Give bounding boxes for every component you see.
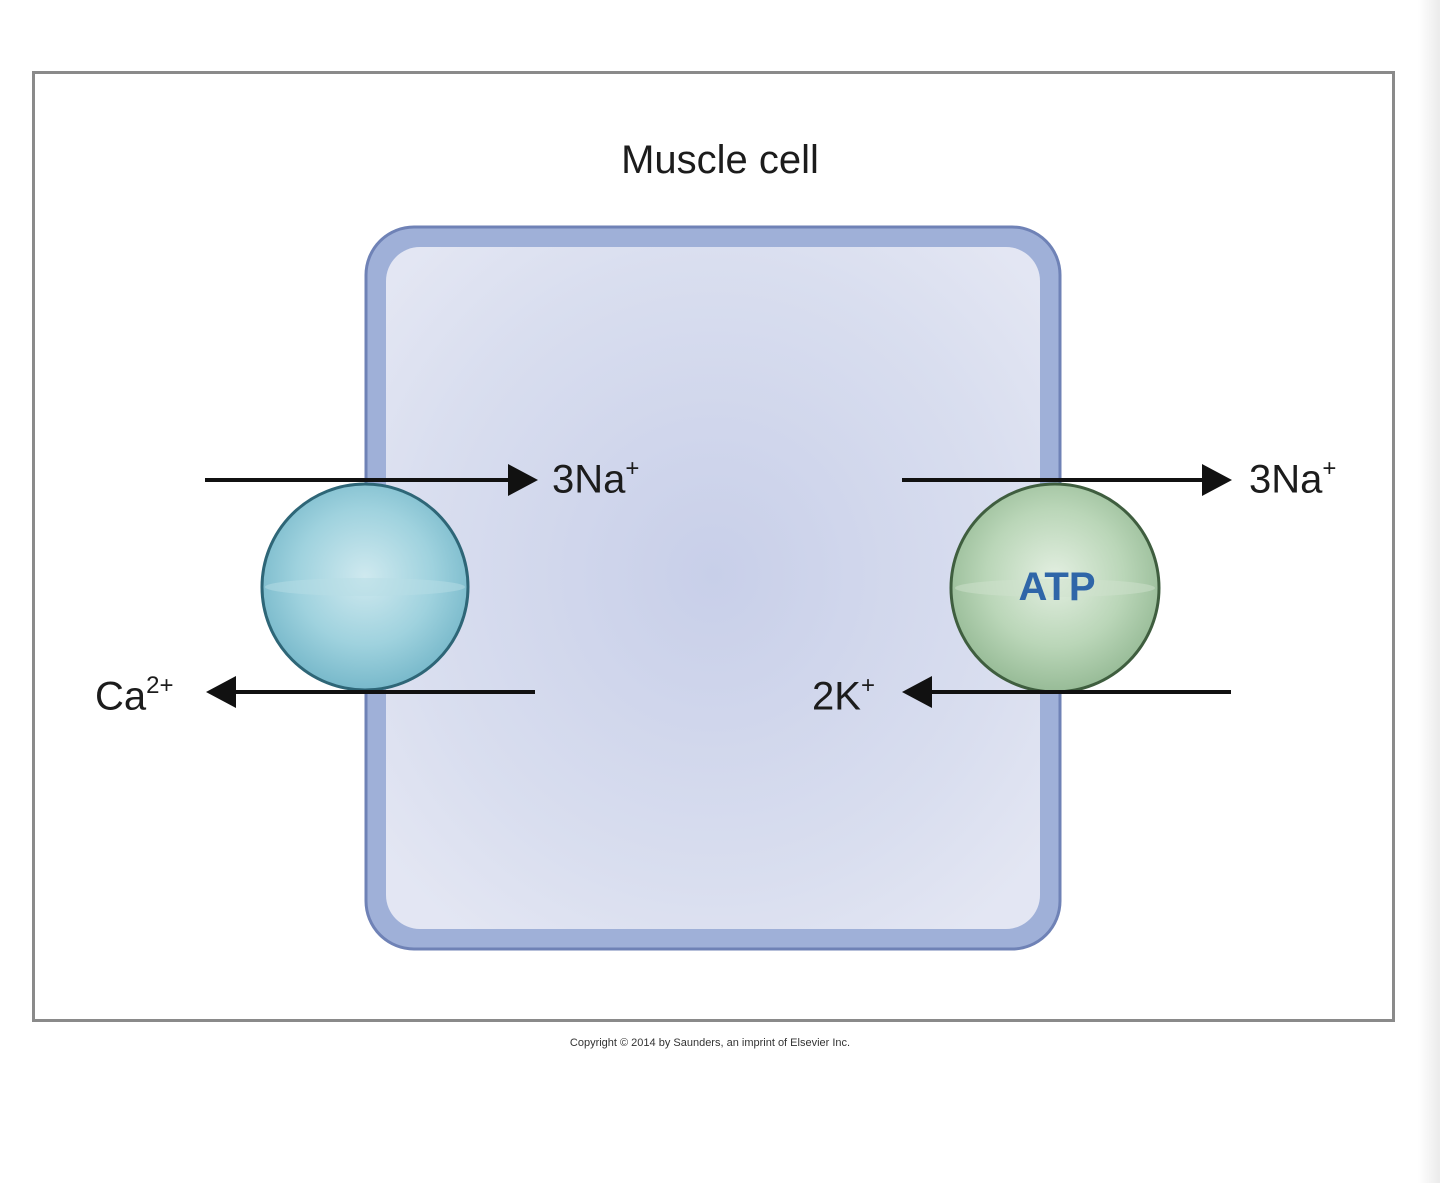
- muscle-cell: [364, 225, 1062, 951]
- label-3na-outward: 3Na+: [1249, 457, 1336, 502]
- label-3na-outward-charge: +: [1322, 455, 1337, 482]
- arrow-calcium-outward: [206, 676, 535, 708]
- arrow-3na-inward: [205, 464, 538, 496]
- page-edge-shadow: [1418, 0, 1440, 1183]
- label-2k-inward: 2K+: [812, 674, 875, 719]
- arrow-2k-inward: [902, 676, 1231, 708]
- label-calcium-ion: Ca: [95, 674, 147, 719]
- label-3na-inward-charge: +: [625, 455, 640, 482]
- sodium-calcium-exchanger: [260, 482, 470, 692]
- arrow-3na-outward: [902, 464, 1232, 496]
- label-3na-inward: 3Na+: [552, 457, 639, 502]
- label-2k-charge: +: [860, 672, 875, 699]
- atp-label: ATP: [1018, 565, 1096, 609]
- label-3na-outward-ion: 3Na: [1249, 457, 1323, 502]
- copyright-notice: Copyright © 2014 by Saunders, an imprint…: [569, 1037, 851, 1049]
- label-calcium-outward: Ca2+: [95, 674, 174, 719]
- diagram-title: Muscle cell: [621, 138, 819, 182]
- label-calcium-charge: 2+: [146, 672, 174, 699]
- label-2k-ion: 2K: [812, 674, 861, 719]
- label-3na-inward-ion: 3Na: [552, 457, 626, 502]
